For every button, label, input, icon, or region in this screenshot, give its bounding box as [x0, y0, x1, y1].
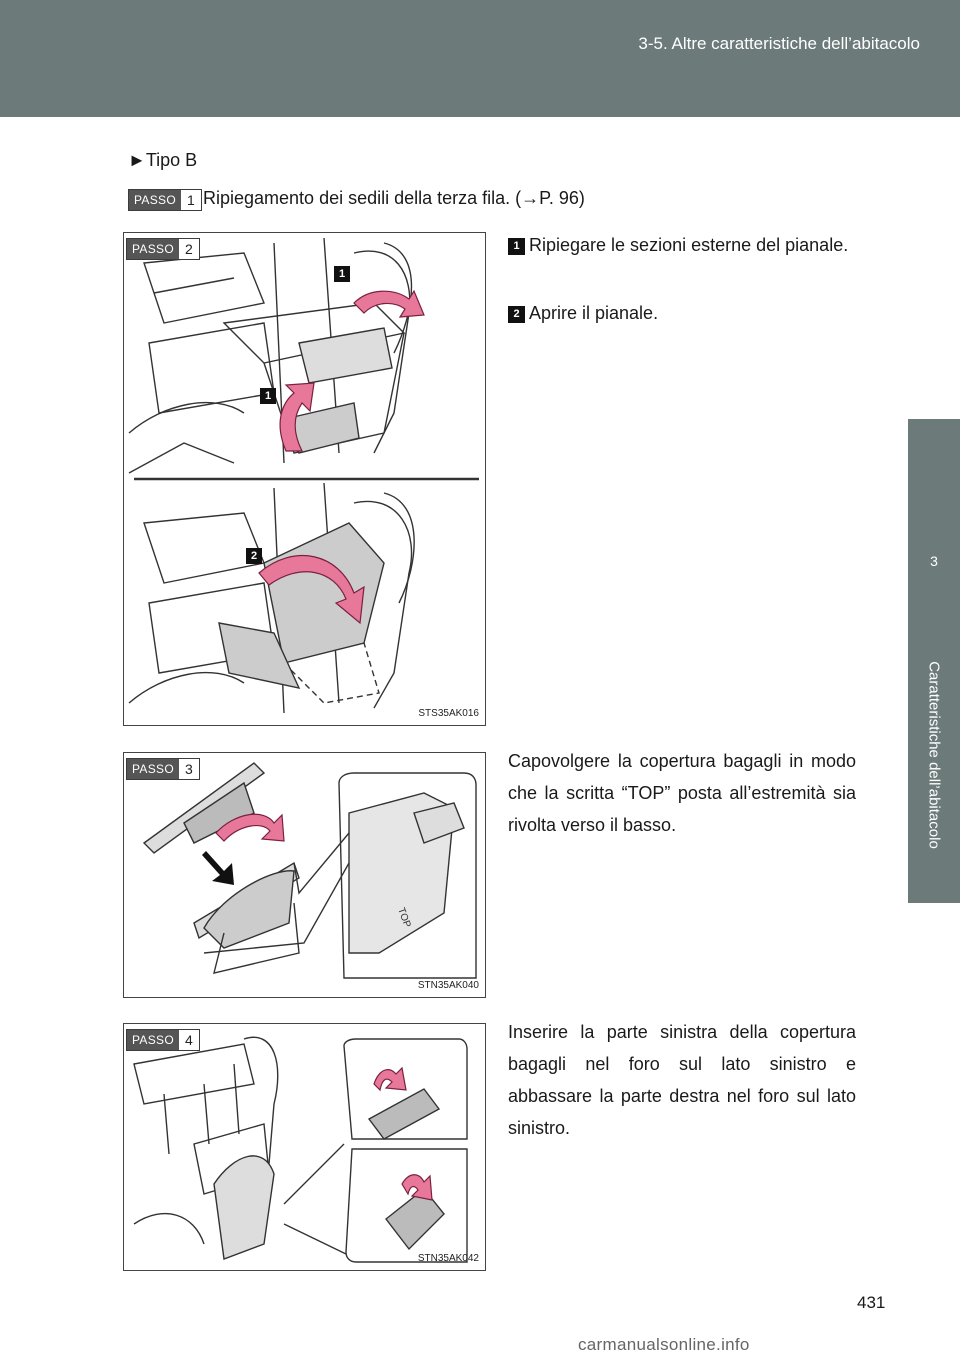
section-title: 3-5. Altre caratteristiche dell’abitacol… — [638, 34, 920, 53]
down-arrow — [202, 851, 234, 885]
open-arrow-2 — [258, 555, 365, 625]
step-1-text: Ripiegamento dei sedili della terza fila… — [203, 188, 585, 208]
page-header: 3-5. Altre caratteristiche dell’abitacol… — [0, 0, 960, 117]
cargo-floor-illustration — [128, 237, 479, 714]
chapter-number: 3 — [930, 553, 938, 569]
insert-arrow-left — [373, 1066, 407, 1092]
cover-install-illustration — [133, 1036, 468, 1263]
flip-arrow — [215, 813, 285, 842]
callout-1a: 1 — [334, 266, 350, 282]
watermark: carmanualsonline.info — [578, 1335, 750, 1354]
figure-code: STN35AK040 — [417, 980, 479, 991]
callout-1b: 1 — [260, 388, 276, 404]
figure-code: STS35AK016 — [418, 708, 479, 719]
chapter-label: Caratteristiche dell’abitacolo — [925, 661, 943, 849]
step-3-text: Capovolgere la copertura bagagli in modo… — [508, 751, 856, 835]
fold-arrow-1 — [353, 289, 425, 318]
type-heading: ►Tipo B — [128, 150, 198, 170]
chapter-tab — [908, 419, 960, 903]
tonneau-cover-illustration: TOP — [142, 762, 477, 979]
figure-code: STN35AK042 — [417, 1253, 479, 1264]
step-4-text: Inserire la parte sinistra della copertu… — [508, 1022, 856, 1138]
lift-arrow-1 — [279, 382, 315, 452]
page-number: 431 — [857, 1293, 886, 1312]
callout-2: 2 — [246, 548, 262, 564]
insert-arrow-right — [401, 1174, 433, 1201]
